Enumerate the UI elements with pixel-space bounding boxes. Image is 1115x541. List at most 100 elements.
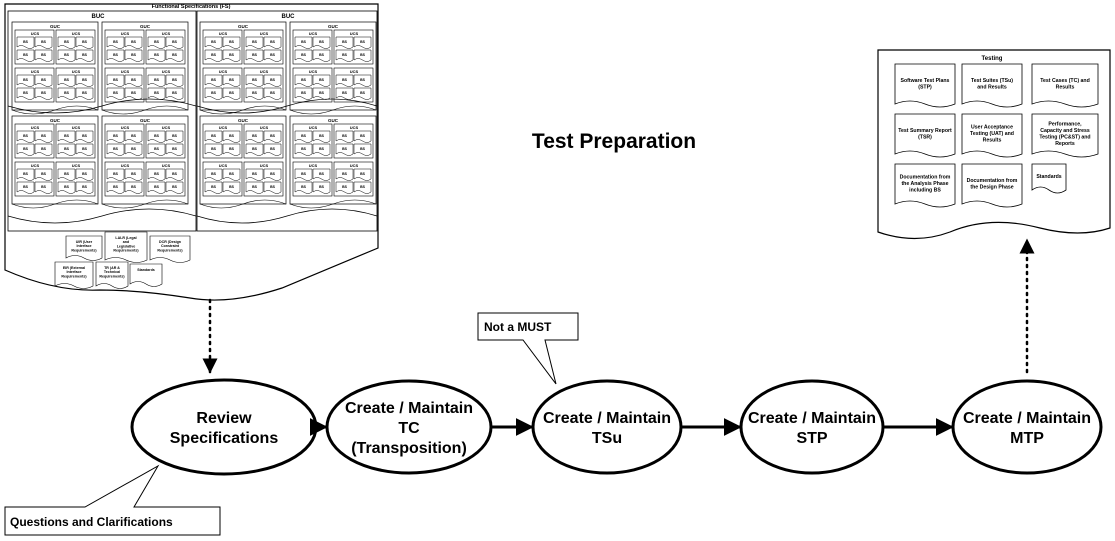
- bs-doc-icon: [245, 74, 264, 87]
- ucs-label: UCS: [350, 163, 359, 168]
- bs-doc-icon: [147, 87, 166, 100]
- bs-label: BS: [301, 147, 307, 151]
- bs-doc-icon: [204, 130, 223, 143]
- bs-label: BS: [270, 134, 276, 138]
- questions-text: Questions and Clarifications: [10, 515, 173, 529]
- bs-doc-icon: [335, 143, 354, 156]
- bs-label: BS: [154, 91, 160, 95]
- bs-doc-icon: [34, 130, 53, 143]
- bs-doc-icon: [204, 143, 223, 156]
- buc-label-right: BUC: [282, 14, 296, 20]
- bs-label: BS: [229, 91, 235, 95]
- bs-doc-icon: [165, 181, 184, 194]
- bs-label: BS: [113, 134, 119, 138]
- bs-label: BS: [154, 134, 160, 138]
- bs-label: BS: [82, 147, 88, 151]
- bs-label: BS: [64, 40, 70, 44]
- bs-doc-icon: [294, 74, 313, 87]
- bs-label: BS: [319, 134, 325, 138]
- bs-doc-icon: [147, 143, 166, 156]
- bs-label: BS: [360, 147, 366, 151]
- bs-label: BS: [229, 134, 235, 138]
- bs-doc-icon: [106, 130, 125, 143]
- process-step-label: Create / Maintain: [543, 410, 671, 427]
- bs-label: BS: [154, 53, 160, 57]
- bs-label: BS: [270, 78, 276, 82]
- bs-doc-icon: [263, 36, 282, 49]
- bs-doc-icon: [34, 168, 53, 181]
- bs-label: BS: [64, 134, 70, 138]
- bs-doc-icon: [245, 130, 264, 143]
- bs-doc-icon: [222, 143, 241, 156]
- bs-doc-icon: [312, 36, 331, 49]
- bs-label: BS: [64, 147, 70, 151]
- ucs-label: UCS: [162, 163, 171, 168]
- bs-label: BS: [301, 40, 307, 44]
- bs-label: BS: [229, 53, 235, 57]
- bs-label: BS: [82, 91, 88, 95]
- bs-doc-icon: [75, 49, 94, 62]
- bs-doc-icon: [245, 168, 264, 181]
- process-step-label: MTP: [1010, 430, 1044, 447]
- bs-label: BS: [64, 91, 70, 95]
- bs-label: BS: [252, 134, 258, 138]
- ucs-label: UCS: [72, 69, 81, 74]
- bs-label: BS: [64, 185, 70, 189]
- ucs-label: UCS: [219, 163, 228, 168]
- guc-label: GUC: [140, 118, 151, 123]
- bs-label: BS: [23, 172, 29, 176]
- ucs-label: UCS: [219, 69, 228, 74]
- bs-label: BS: [360, 78, 366, 82]
- bs-doc-icon: [16, 49, 35, 62]
- bs-label: BS: [211, 185, 217, 189]
- bs-doc-icon: [147, 49, 166, 62]
- bs-label: BS: [229, 172, 235, 176]
- process-step-label: Review: [196, 410, 252, 427]
- bs-label: BS: [270, 53, 276, 57]
- bs-doc-icon: [294, 36, 313, 49]
- bs-label: BS: [41, 147, 47, 151]
- bs-label: BS: [229, 147, 235, 151]
- bs-doc-icon: [263, 168, 282, 181]
- bs-label: BS: [64, 172, 70, 176]
- bs-label: BS: [252, 40, 258, 44]
- bs-doc-icon: [222, 168, 241, 181]
- questions-callout: Questions and Clarifications: [4, 464, 221, 536]
- ucs-label: UCS: [350, 125, 359, 130]
- bs-doc-icon: [335, 74, 354, 87]
- guc-label: GUC: [50, 118, 61, 123]
- bs-label: BS: [342, 185, 348, 189]
- testing-item-label: Test Suites (TSu)and Results: [971, 78, 1013, 91]
- bs-doc-icon: [75, 87, 94, 100]
- guc-label: GUC: [140, 24, 151, 29]
- bs-doc-icon: [147, 168, 166, 181]
- bs-doc-icon: [353, 87, 372, 100]
- bs-doc-icon: [57, 168, 76, 181]
- process-step-ellipse: [951, 379, 1103, 475]
- bs-doc-icon: [222, 49, 241, 62]
- process-step-label: Create / Maintain: [963, 410, 1091, 427]
- section-wave: [196, 98, 378, 114]
- bs-doc-icon: [106, 49, 125, 62]
- bs-label: BS: [342, 78, 348, 82]
- section-wave: [7, 208, 197, 224]
- ucs-label: UCS: [219, 31, 228, 36]
- bs-doc-icon: [263, 87, 282, 100]
